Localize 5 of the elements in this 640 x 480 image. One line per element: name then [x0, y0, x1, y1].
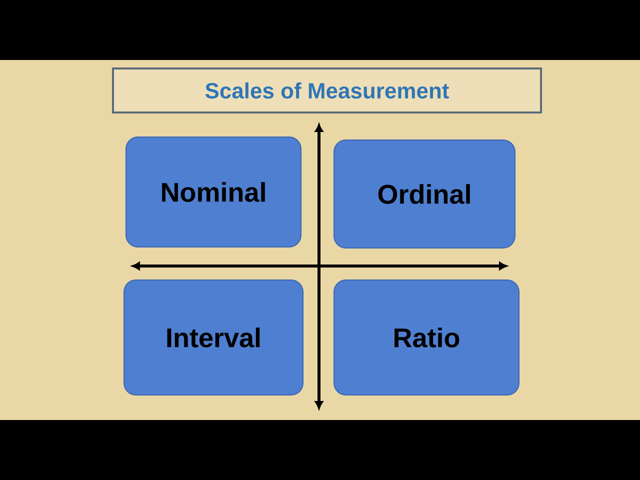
category-box: Nominal	[126, 136, 302, 248]
category-box: Ratio	[334, 280, 520, 396]
category-box: Interval	[124, 280, 304, 396]
category-box: Ordinal	[334, 140, 516, 248]
title-box: Scales of Measurement	[112, 68, 542, 114]
